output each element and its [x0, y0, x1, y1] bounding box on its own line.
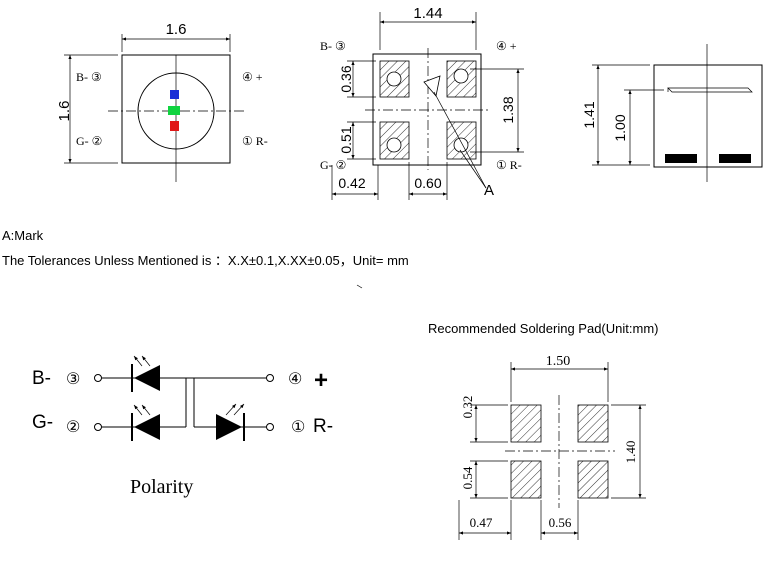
pad-height-dim: 1.40	[623, 441, 638, 464]
pad-g	[379, 121, 410, 160]
solder-pad-br	[577, 460, 609, 499]
polarity-caption: Polarity	[130, 476, 193, 498]
bottom-pad-top-dim: 0.36	[338, 65, 354, 92]
side-view-body	[653, 64, 763, 168]
polarity-mark	[423, 75, 441, 97]
solder-pad-tr	[577, 404, 609, 443]
bottom-view-body	[372, 53, 482, 166]
circuit-pin3-label: B-	[32, 368, 51, 389]
tolerance-note: The Tolerances Unless Mentioned is ：X.X±…	[2, 253, 409, 268]
terminal-1	[266, 423, 274, 431]
pad-mid-dim: 0.54	[460, 466, 475, 489]
bottom-pin2-label: G- ②	[320, 158, 346, 172]
top-view: 1.6 1.6 B- ③ ④ + G- ② ① R-	[56, 21, 268, 182]
terminal-2	[94, 423, 102, 431]
top-height-dim: 1.6	[56, 101, 73, 122]
led-green-symbol	[131, 404, 160, 441]
circuit-pin4-label: +	[314, 367, 328, 394]
top-pin2-label: G- ②	[76, 134, 102, 148]
pad-top-dim: 0.32	[460, 396, 475, 419]
side-total-dim: 1.41	[581, 101, 597, 128]
side-body-dim: 1.00	[612, 114, 628, 141]
bottom-pad-bottom-dim: 0.51	[338, 126, 354, 153]
solder-pad-tl	[510, 404, 542, 443]
side-lead-left	[665, 154, 697, 163]
circuit-pin2-num: ②	[66, 419, 80, 436]
top-width-dim: 1.6	[166, 21, 187, 38]
solder-pad-drawing: 1.50 0.32 0.54 1.40 0.47 0.56	[458, 354, 646, 540]
blue-chip	[170, 90, 179, 99]
led-blue-symbol	[131, 355, 160, 392]
pad-gap-dim: 0.56	[549, 515, 572, 530]
solder-pad-title: Recommended Soldering Pad(Unit:mm)	[428, 321, 659, 336]
polarity-circuit: B- ③ G- ② ④ + ① R-	[32, 355, 333, 498]
bottom-pin1-label: ① R-	[496, 158, 522, 172]
top-pin3-label: B- ③	[76, 70, 102, 84]
side-lead-right	[719, 154, 751, 163]
led-red-symbol	[216, 403, 245, 441]
green-chip	[168, 106, 180, 115]
bottom-gap-dim: 0.60	[414, 175, 441, 191]
mark-note: A:Mark	[2, 228, 44, 243]
top-pin1-label: ① R-	[242, 134, 268, 148]
circuit-pin1-label: R-	[313, 416, 333, 437]
bottom-pin3-label: B- ③	[320, 39, 346, 53]
top-pin4-label: ④ +	[242, 70, 263, 84]
bottom-left-dim: 0.42	[338, 175, 365, 191]
pad-left-dim: 0.47	[470, 515, 493, 530]
mark-label-a: A	[484, 182, 494, 199]
circuit-pin3-num: ③	[66, 371, 80, 388]
circuit-pin2-label: G-	[32, 412, 53, 433]
terminal-4	[266, 374, 274, 382]
bottom-height-dim: 1.38	[500, 96, 516, 123]
bottom-pin4-label: ④ +	[496, 39, 517, 53]
bottom-width-dim: 1.44	[413, 5, 442, 22]
solder-pad-bl	[510, 460, 542, 499]
circuit-pin1-num: ①	[291, 419, 305, 436]
terminal-3	[94, 374, 102, 382]
side-view: 1.41 1.00	[581, 44, 763, 182]
red-chip	[170, 121, 179, 131]
pad-width-dim: 1.50	[546, 354, 571, 369]
bottom-view: A 1.44 0.36 0.51 1.38 0.42 0.60 B- ③ ④ +…	[320, 5, 524, 200]
circuit-pin4-num: ④	[288, 371, 302, 388]
